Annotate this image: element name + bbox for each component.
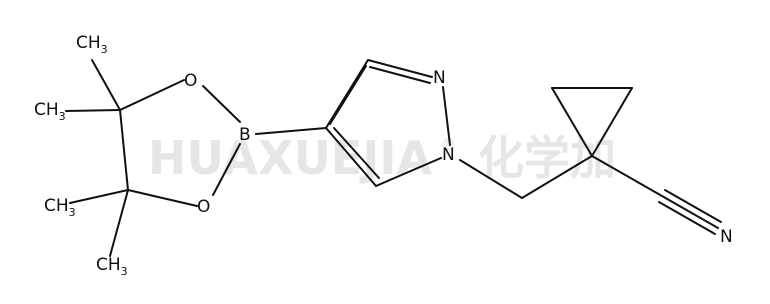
bond-c-o-top: [119, 79, 185, 111]
bond-ch3-bottom: [109, 189, 129, 257]
oxygen-label-top: O: [184, 71, 197, 91]
bond-ch2-cq: [521, 155, 593, 199]
bond-cn-triple-b: [664, 189, 722, 223]
bond-cq-cn: [591, 155, 663, 197]
methyl-label-left: CH3: [34, 100, 66, 123]
bond-n1-c5: [375, 157, 442, 187]
bond-cq-c1: [551, 87, 593, 157]
bond-cn-triple-c: [658, 201, 716, 235]
bond-n2-n1: [442, 86, 451, 146]
bond-c4-c3-inner: [329, 65, 367, 125]
bond-c2-cq: [591, 87, 633, 157]
bond-c3-n2-double: [369, 66, 431, 84]
oxygen-label-bottom: O: [197, 197, 210, 217]
bond-c-c-ring: [119, 109, 129, 191]
nitrogen-label-nitrile: N: [720, 227, 733, 247]
nitrogen-label-ring: N: [442, 145, 455, 165]
watermark-registered: ®: [440, 135, 456, 154]
methyl-label-top: CH3: [76, 33, 108, 56]
bond-cn-triple-a: [661, 195, 719, 229]
bonds: [65, 59, 722, 257]
bond-ch3-low-left: [69, 189, 129, 204]
atom-labels: CH3 CH3 CH3 CH3 O O B N N N: [34, 33, 733, 278]
bond-ch3-left: [65, 109, 121, 112]
bond-ch3-top: [91, 59, 121, 111]
bond-c-o-bottom: [127, 189, 198, 207]
watermark-text: HUAXUEJIA: [148, 131, 433, 185]
nitrogen-label-top: N: [433, 68, 446, 88]
bond-c3-n2: [367, 59, 433, 78]
bond-b-c4: [255, 127, 327, 135]
watermark: HUAXUEJIA ® 化学加: [148, 131, 616, 185]
boron-label: B: [239, 125, 251, 145]
watermark-cn: 化学加: [478, 131, 616, 185]
methyl-label-bottom: CH3: [96, 255, 128, 278]
bond-o-b-top: [202, 85, 241, 123]
bond-o-b-bottom: [212, 143, 241, 196]
bond-c5-c4: [325, 127, 377, 187]
bond-n1-ch2: [459, 159, 523, 199]
bond-c4-c3: [325, 59, 369, 129]
methyl-label-low-left: CH3: [44, 196, 76, 219]
bond-c5-c4-double: [333, 127, 380, 179]
